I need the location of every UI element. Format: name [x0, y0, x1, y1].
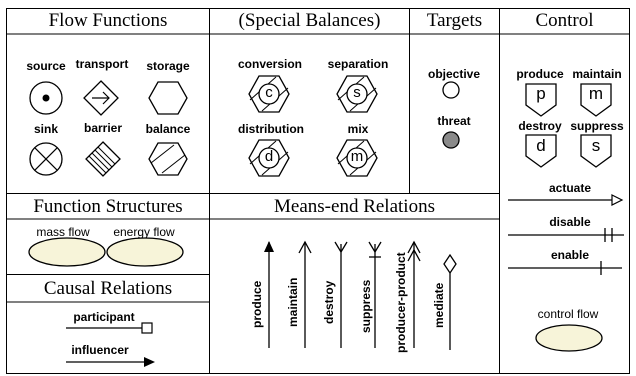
threat-label: threat [437, 114, 471, 128]
targets-header: Targets [426, 10, 483, 31]
control-produce-label: produce [516, 67, 564, 81]
influencer-arrow-icon [66, 357, 155, 367]
storage-icon [148, 81, 188, 115]
distribution-label: distribution [238, 122, 304, 136]
objective-label: objective [427, 67, 481, 81]
distribution-letter: d [264, 148, 274, 165]
means-end-producer-product-arrow [407, 240, 421, 348]
control-produce-letter: p [536, 84, 546, 103]
control-maintain-icon [580, 83, 612, 117]
source-icon [29, 81, 63, 115]
conversion-letter: c [265, 84, 273, 101]
special-balances-header: (Special Balances) [238, 10, 381, 31]
enable-label: enable [550, 248, 589, 262]
control-produce-icon [525, 83, 557, 117]
transport-icon [83, 80, 119, 116]
means-end-maintain-arrow [298, 240, 312, 348]
means-end-maintain-label: maintain [286, 277, 300, 327]
mass-flow-label: mass flow [36, 225, 90, 239]
control-suppress-icon [580, 134, 612, 168]
conversion-icon [248, 75, 290, 113]
mix-icon [336, 139, 378, 177]
energy-flow-label: energy flow [113, 225, 175, 239]
mix-label: mix [347, 122, 369, 136]
balance-icon [148, 142, 188, 176]
barrier-label: barrier [83, 121, 123, 135]
source-label: source [26, 59, 66, 73]
mix-letter: m [350, 148, 364, 165]
means-end-suppress-arrow [368, 241, 382, 348]
means-end-destroy-arrow [334, 241, 348, 348]
causal-relations-header: Causal Relations [43, 278, 173, 299]
means-end-produce-arrow [264, 241, 274, 348]
control-destroy-letter: d [536, 136, 546, 155]
influencer-label: influencer [71, 343, 129, 357]
participant-label: participant [73, 310, 135, 324]
control-destroy-icon [525, 134, 557, 168]
transport-label: transport [75, 57, 129, 71]
separation-label: separation [327, 57, 389, 71]
sink-icon [29, 142, 63, 176]
function-structures-header: Function Structures [33, 196, 183, 217]
causal-relations-panel [6, 274, 210, 374]
means-end-suppress-label: suppress [359, 279, 373, 333]
means-end-mediate-arrow [443, 253, 457, 350]
flow-functions-header: Flow Functions [48, 10, 168, 31]
disable-label: disable [549, 215, 591, 229]
actuate-arrow-icon [508, 194, 624, 206]
conversion-label: conversion [237, 57, 303, 71]
control-maintain-letter: m [588, 84, 604, 103]
control-suppress-letter: s [591, 136, 601, 155]
participant-arrow-icon [66, 322, 153, 334]
enable-arrow-icon [508, 261, 622, 275]
balance-label: balance [145, 122, 191, 136]
control-flow-label: control flow [537, 307, 599, 321]
means-end-destroy-label: destroy [322, 280, 336, 324]
disable-arrow-icon [508, 228, 624, 242]
separation-letter: s [353, 84, 361, 101]
control-destroy-label: destroy [518, 119, 562, 133]
means-end-produce-label: produce [250, 280, 264, 328]
barrier-icon [85, 141, 121, 177]
separation-icon [336, 75, 378, 113]
control-flow-ellipse [535, 324, 603, 352]
control-suppress-label: suppress [570, 119, 624, 133]
actuate-label: actuate [548, 181, 592, 195]
means-end-relations-header: Means-end Relations [274, 196, 435, 217]
control-header: Control [535, 10, 594, 31]
energy-flow-ellipse [106, 237, 184, 267]
storage-label: storage [146, 59, 190, 73]
means-end-mediate-label: mediate [432, 282, 446, 328]
sink-label: sink [33, 122, 58, 136]
objective-icon [442, 81, 460, 99]
control-panel [499, 8, 630, 374]
control-maintain-label: maintain [572, 67, 622, 81]
mass-flow-ellipse [28, 237, 106, 267]
distribution-icon [248, 139, 290, 177]
threat-icon [442, 131, 460, 149]
means-end-producer-product-label: producer-product [394, 252, 408, 353]
